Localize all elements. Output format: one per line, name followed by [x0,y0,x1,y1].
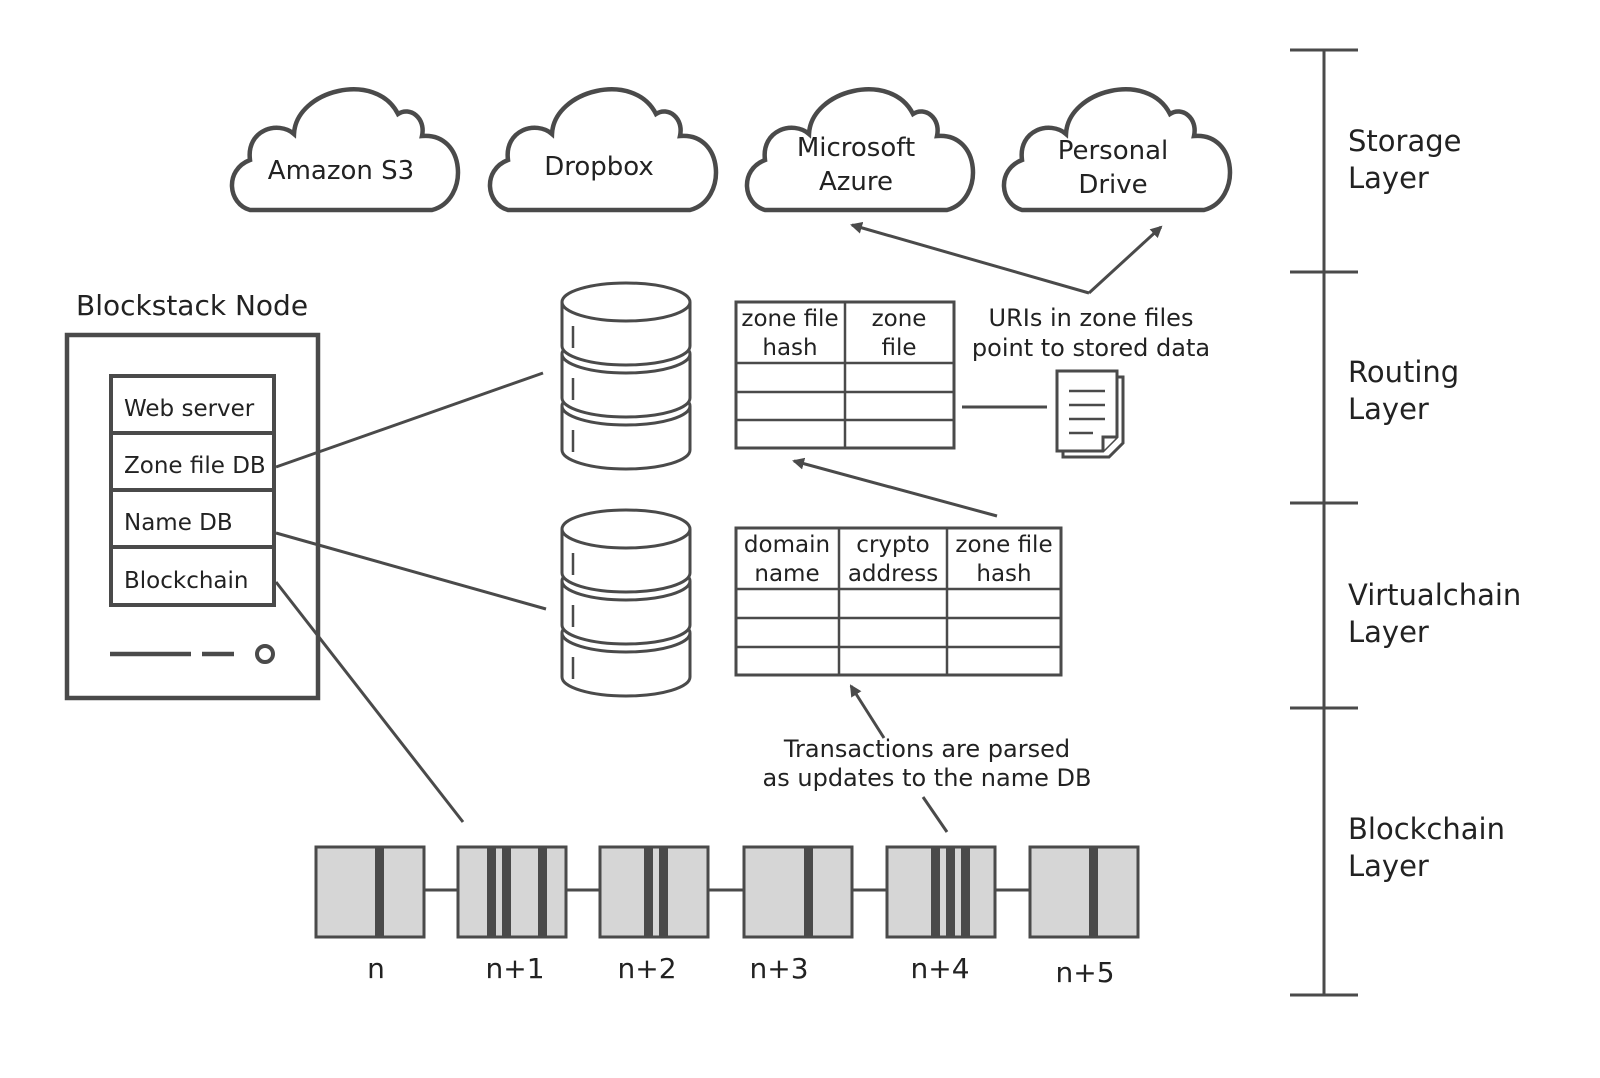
block-label: n+3 [749,952,808,985]
cloud-label: Dropbox [544,152,654,182]
component-label: Blockchain [124,568,249,594]
database-icon [560,508,692,698]
block-label: n+1 [485,952,544,985]
table-header: hash [762,335,817,361]
blockchain-layer-label-2: Layer [1348,849,1429,883]
table-header: crypto [856,532,929,558]
document-icon [1055,369,1125,459]
block-n-plus-2: n+2 [598,845,710,985]
database-icon [560,281,692,471]
table-header: zone file [955,532,1052,558]
layer-scale: Storage Layer Routing Layer Virtualchain… [1290,48,1521,997]
uris-annotation-line2: point to stored data [972,334,1210,362]
table-header: file [881,335,916,361]
connector-blockchain [274,581,465,823]
cloud-microsoft-azure: Microsoft Azure [747,89,973,210]
block-label: n+4 [910,952,969,985]
cloud-label-line1: Microsoft [797,133,915,163]
routing-layer-label-2: Layer [1348,392,1429,426]
cloud-icon [490,89,716,210]
blockchain: n n+1 n+2 n+3 n+4 [314,845,1140,989]
component-zone-file-db [109,431,276,492]
block-n-plus-5: n+5 [1028,845,1140,989]
connectors [274,221,1163,833]
component-blockchain [109,545,276,607]
cloud-icon [232,89,458,210]
block-label: n+5 [1055,956,1114,989]
storage-layer-label-2: Layer [1348,161,1429,195]
arrow-uri-to-azure [850,221,1090,295]
arrow-transactions-to-namedb [849,684,886,739]
virtualchain-layer-label-1: Virtualchain [1348,578,1521,612]
blockchain-layer-label-1: Blockchain [1348,812,1505,846]
power-button-icon [255,644,275,664]
table-header: domain [744,532,830,558]
connector-zonefile-db [275,371,544,469]
component-label: Zone file DB [124,453,266,479]
component-web-server [109,374,276,435]
component-label: Name DB [124,510,233,536]
block-label: n [367,952,385,985]
table-header: hash [976,561,1031,587]
cloud-dropbox: Dropbox [490,89,716,210]
cloud-label-line2: Drive [1078,170,1147,200]
virtualchain-layer-label-2: Layer [1348,615,1429,649]
arrow-namedb-to-zonefile [792,457,998,518]
block-n-plus-1: n+1 [456,845,568,985]
zone-file-database [560,281,692,471]
storage-layer-label-1: Storage [1348,124,1461,158]
table-header: name [754,561,819,587]
block-n: n [314,845,426,985]
cloud-label-line2: Azure [819,167,893,197]
name-db-table: domain name crypto address zone file has… [734,526,1063,677]
table-header: address [848,561,938,587]
connector-name-db [275,531,547,611]
name-database [560,508,692,698]
blockstack-node: Blockstack Node Web server Zone file DB … [64,289,321,701]
cloud-label: Amazon S3 [268,156,414,186]
cloud-label-line1: Personal [1058,136,1169,166]
routing-layer-label-1: Routing [1348,355,1459,389]
table-frame [734,526,1063,677]
block-label: n+2 [617,952,676,985]
block-n-plus-4: n+4 [885,845,997,985]
table-header: zone [872,306,927,332]
zone-file-table: zone file hash zone file [734,300,956,450]
node-components: Web server Zone file DB Name DB Blockcha… [109,374,276,607]
storage-providers: Amazon S3 Dropbox Microsoft Azure Person… [232,89,1230,210]
transactions-annotation-line2: as updates to the name DB [763,764,1092,792]
node-title: Blockstack Node [76,289,308,322]
table-header: zone file [741,306,838,332]
cloud-amazon-s3: Amazon S3 [232,89,458,210]
block-n-plus-3: n+3 [742,845,854,985]
transactions-annotation-line1: Transactions are parsed [783,735,1070,763]
arrow-uri-to-personal-drive [1087,225,1163,295]
connector-transactions-block [921,796,949,833]
uris-annotation-line1: URIs in zone files [989,304,1194,332]
cloud-personal-drive: Personal Drive [1004,89,1230,210]
component-label: Web server [124,396,255,422]
